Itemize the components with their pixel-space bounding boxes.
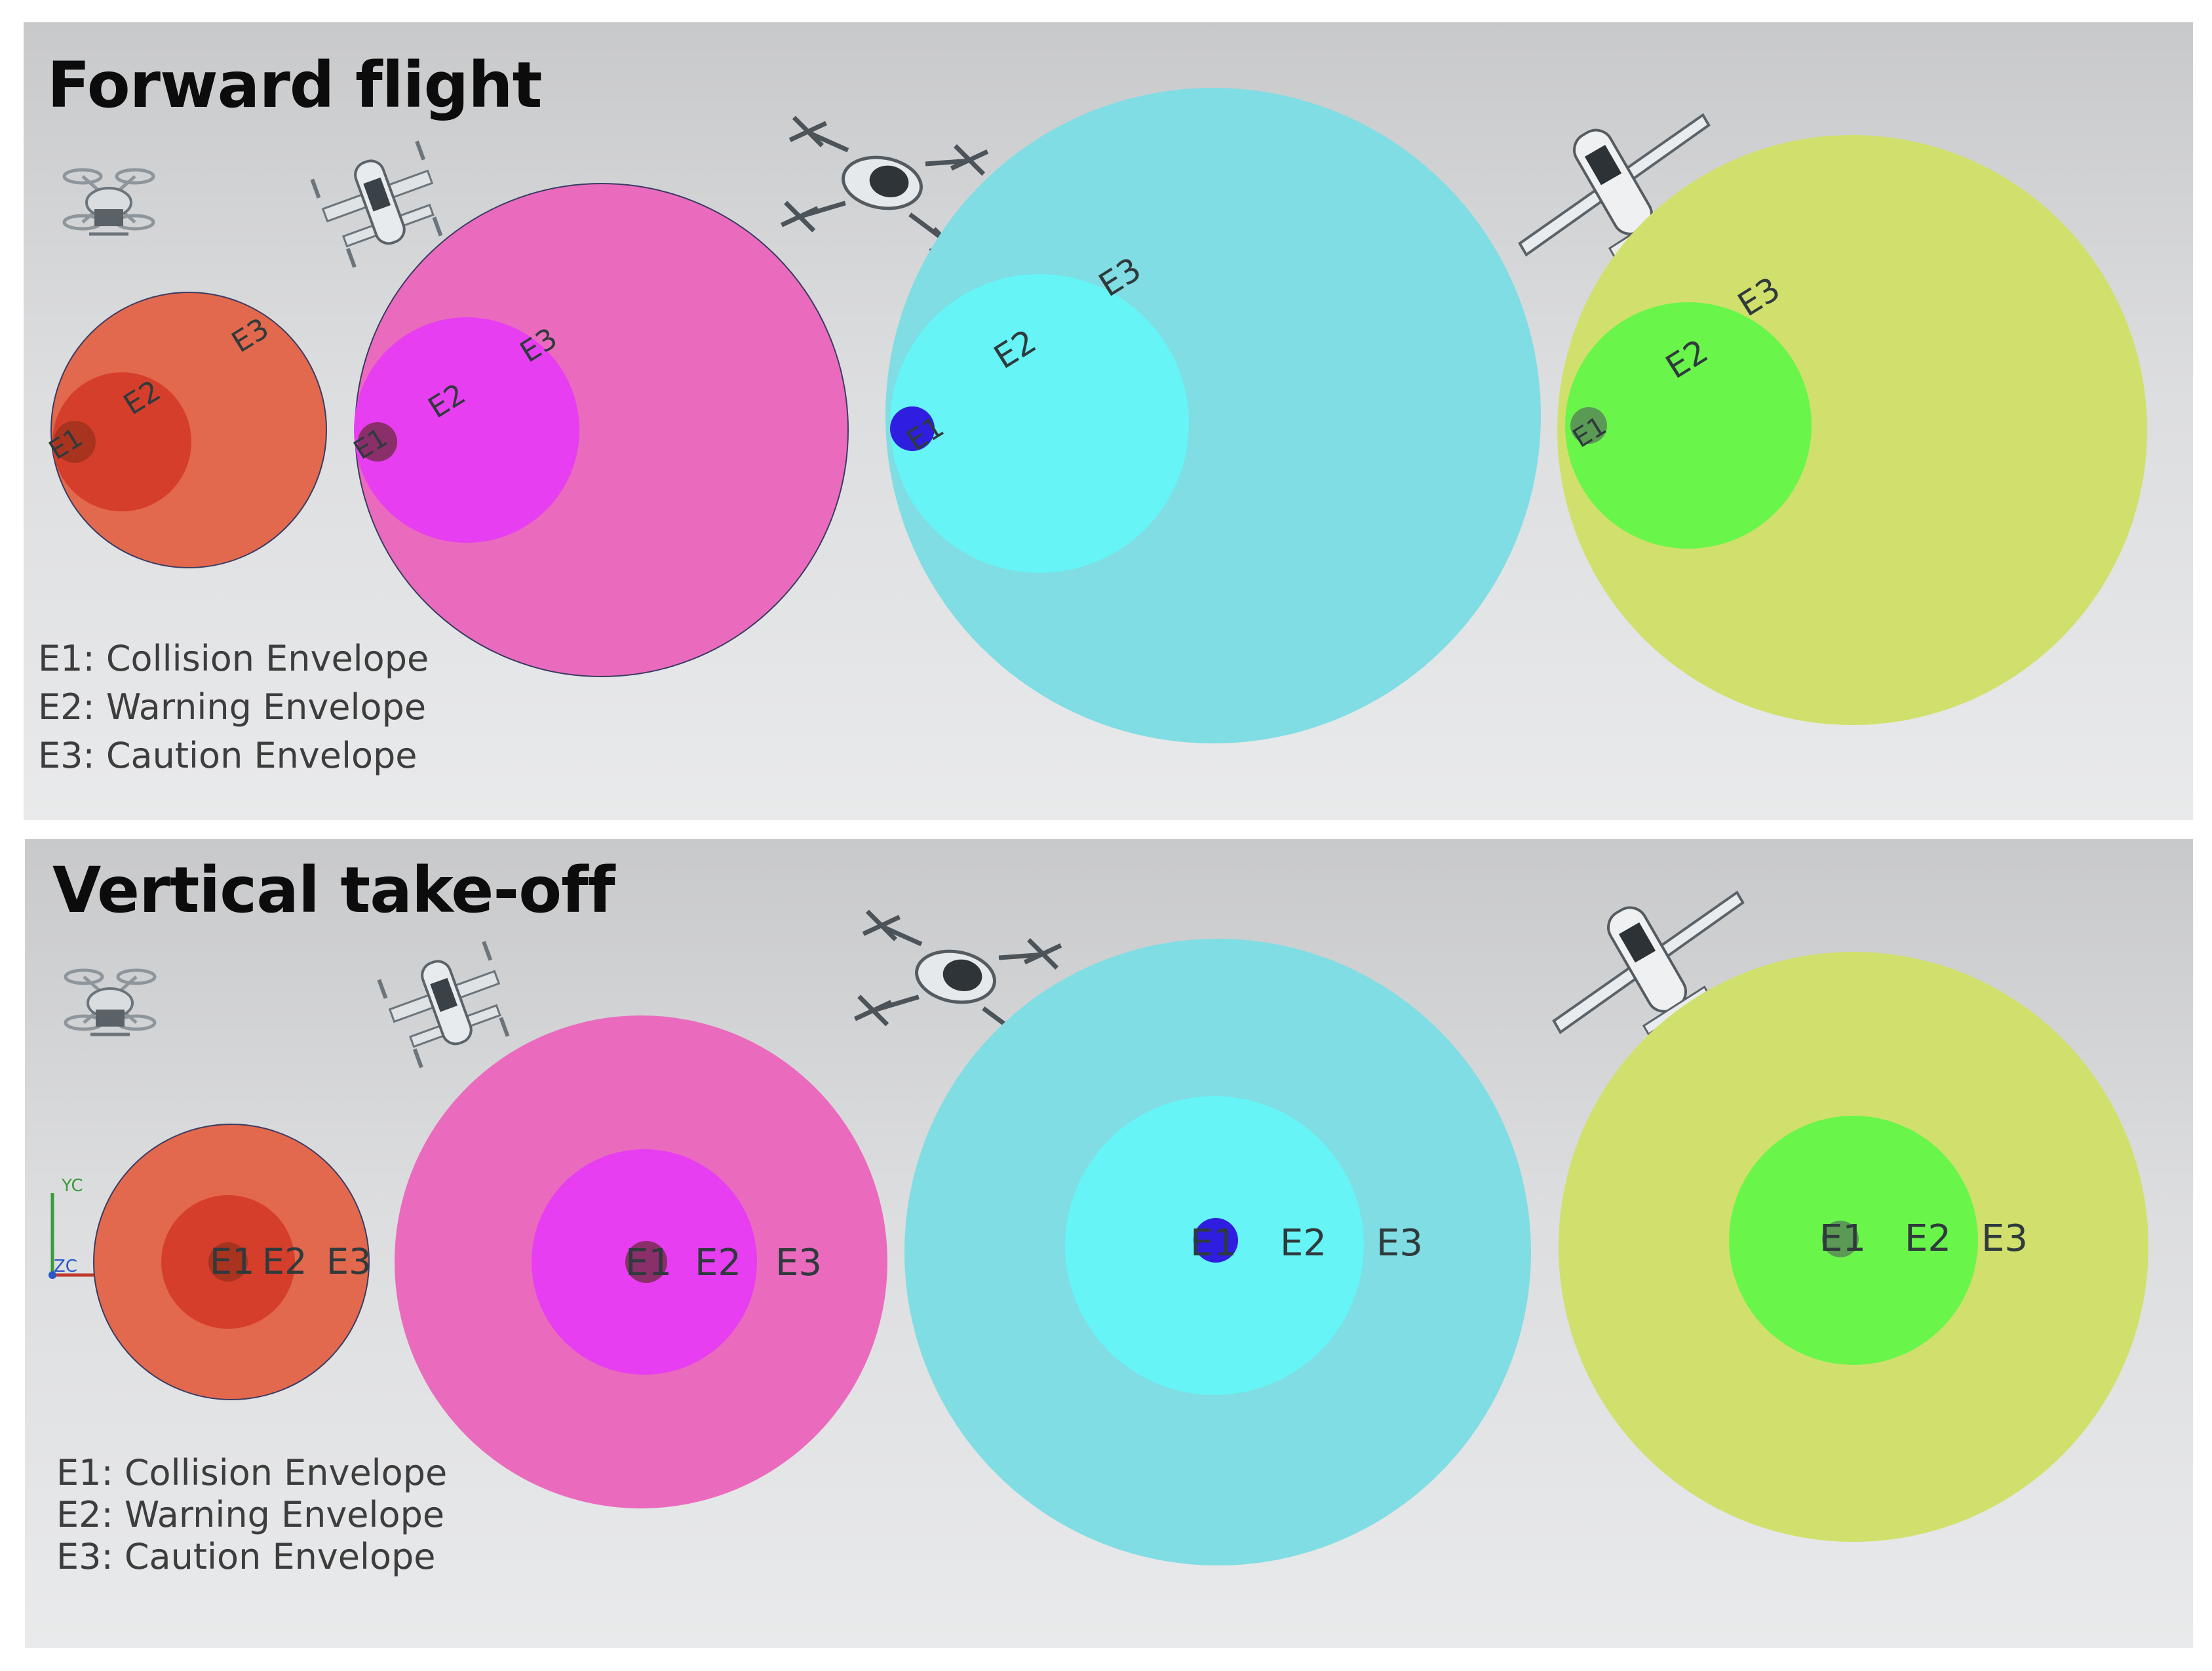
vehicle2-e1-envelope <box>358 422 397 462</box>
vehicle1-e3-label: E3 <box>326 1241 371 1282</box>
axis-z-label: ZC <box>54 1257 77 1276</box>
lift-cruise-icon <box>854 909 1062 1053</box>
vehicle4-e2-label: E2 <box>1905 1217 1951 1260</box>
tilt-wing-icon <box>310 140 443 268</box>
vehicle3-e2-envelope <box>890 274 1189 573</box>
vertical-takeoff-legend: E1: Collision Envelope E2: Warning Envel… <box>56 1452 447 1578</box>
vehicle2-e1-envelope <box>625 1241 667 1283</box>
vehicle4-e1-envelope <box>1570 407 1607 444</box>
vehicle3-e1-label: E1 <box>1190 1222 1237 1265</box>
vehicle1-e1-label: E1 <box>210 1241 254 1282</box>
forward-flight-panel: Forward flight <box>24 22 2193 820</box>
vehicle2-e1-label: E1 <box>625 1242 672 1284</box>
vehicle1-e2-label: E2 <box>262 1241 307 1282</box>
forward-flight-legend: E1: Collision Envelope E2: Warning Envel… <box>38 635 429 780</box>
multicopter-icon <box>64 968 157 1036</box>
vertical-takeoff-panel: Vertical take-off <box>25 839 2193 1648</box>
legend-e1: E1: Collision Envelope <box>56 1452 448 1493</box>
vertical-takeoff-title: Vertical take-off <box>52 854 615 927</box>
vehicle3-e2-label: E2 <box>1280 1222 1327 1265</box>
vehicle2-e3-label: E3 <box>775 1242 822 1284</box>
axis-y-label: YC <box>61 1176 83 1196</box>
forward-flight-scene: E3 E2 E1 E3 E2 E1 E3 E2 E1 E3 E2 E1 <box>44 88 2147 743</box>
lift-cruise-icon <box>781 115 989 259</box>
vertical-takeoff-scene: YC ZC E1 E2 E3 E1 E2 E3 E1 E2 E3 E1 E2 E… <box>49 890 2148 1565</box>
multicopter-icon <box>62 168 155 236</box>
vehicle4-e1-label: E1 <box>1819 1217 1866 1260</box>
vehicle1-e1-envelope <box>54 421 96 463</box>
legend-e3: E3: Caution Envelope <box>56 1536 436 1577</box>
vehicle1-e1-envelope <box>208 1242 248 1282</box>
axis-triad: YC ZC <box>49 1176 94 1279</box>
forward-flight-title: Forward flight <box>47 49 542 122</box>
vehicle4-e1-envelope <box>1822 1221 1859 1257</box>
vehicle4-e3-envelope <box>1557 135 2147 725</box>
vehicle3-e1-envelope <box>890 406 935 451</box>
tilt-wing-icon <box>377 941 510 1069</box>
vehicle2-e2-envelope <box>354 317 579 543</box>
legend-e2: E2: Warning Envelope <box>38 686 427 728</box>
vehicle4-e3-label: E3 <box>1981 1217 2028 1260</box>
vehicle3-e1-envelope <box>1193 1218 1238 1263</box>
legend-e1: E1: Collision Envelope <box>38 638 429 679</box>
fixed-wing-icon <box>1552 890 1745 1036</box>
legend-e2: E2: Warning Envelope <box>56 1494 445 1535</box>
vehicle4-e2-envelope <box>1565 302 1812 549</box>
legend-e3: E3: Caution Envelope <box>38 735 417 776</box>
vehicle3-e3-envelope <box>885 88 1541 743</box>
vehicle1-e2-envelope <box>52 372 191 511</box>
vehicle2-e2-label: E2 <box>695 1242 741 1284</box>
vehicle3-e3-label: E3 <box>1376 1222 1423 1265</box>
